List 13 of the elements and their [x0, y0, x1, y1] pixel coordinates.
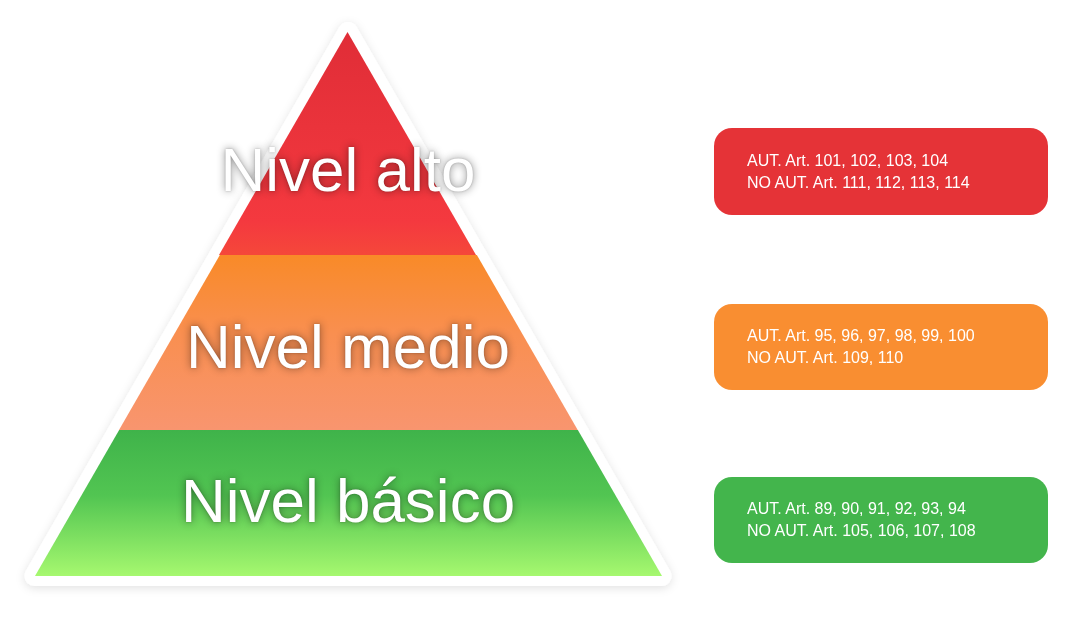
info-panel	[714, 128, 1048, 215]
pyramid-level	[34, 430, 662, 576]
level-title: Nivel básico	[180, 465, 516, 537]
level-title: Nivel medio	[186, 311, 510, 383]
info-panel	[714, 477, 1048, 563]
article-list: AUT. Art. 95, 96, 97, 98, 99, 100	[747, 325, 975, 347]
article-list: NO AUT. Art. 111, 112, 113, 114	[747, 171, 970, 194]
info-panel	[714, 304, 1048, 390]
article-list: AUT. Art. 101, 102, 103, 104	[747, 149, 949, 172]
article-list: NO AUT. Art. 105, 106, 107, 108	[747, 520, 976, 542]
pyramid-level	[118, 255, 578, 430]
article-list: AUT. Art. 89, 90, 91, 92, 93, 94	[747, 498, 966, 520]
article-list: NO AUT. Art. 109, 110	[747, 347, 904, 369]
